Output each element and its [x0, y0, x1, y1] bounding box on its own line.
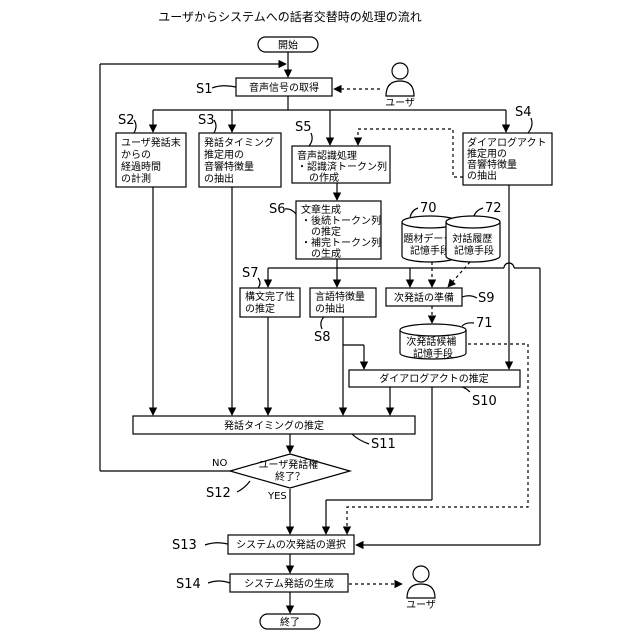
label-s7: S7 [242, 266, 259, 281]
step-s2-line: の計測 [121, 172, 151, 185]
step-s9: 次発話の準備 [386, 288, 462, 306]
store-72-line: 記憶手段 [454, 244, 494, 257]
step-s9-line: 次発話の準備 [394, 291, 454, 304]
step-s6: 文章生成 ・後続トークン列 の推定 ・補完トークン列 の生成 [296, 201, 384, 260]
step-s2-line: からの [121, 149, 151, 161]
step-s7-line: 構文完了性 [245, 290, 295, 303]
label-s11: S11 [371, 437, 396, 452]
label-s2: S2 [118, 113, 135, 128]
store-72: 対話履歴 記憶手段 [446, 216, 500, 262]
step-s5: 音声認識処理 ・認識済トークン列 の作成 [292, 146, 390, 184]
step-s2-line: 経過時間 [121, 160, 161, 173]
branch-no-label: NO [212, 458, 227, 469]
label-s12: S12 [206, 486, 231, 501]
end-terminal: 終了 [260, 614, 320, 629]
step-s7: 構文完了性 の推定 [240, 288, 300, 317]
step-s3-line: の抽出 [204, 172, 234, 185]
step-s4-line: 音響特徴量 [467, 158, 517, 171]
store-71-line: 次発話候補 [406, 335, 456, 348]
step-s6-line: ・後続トークン列 [301, 214, 381, 227]
start-terminal: 開始 [258, 37, 318, 52]
step-s8-line: の抽出 [315, 302, 345, 315]
step-s10-line: ダイアログアクトの推定 [379, 372, 489, 385]
user-top-icon [386, 63, 414, 96]
step-s6-line: 文章生成 [301, 203, 341, 216]
step-s2-line: ユーザ発話末 [121, 136, 181, 149]
store-70-line: 記憶手段 [410, 244, 450, 257]
label-s9: S9 [478, 291, 495, 306]
step-s14: システム発話の生成 [230, 574, 348, 592]
start-label: 開始 [278, 39, 298, 52]
step-s11-line: 発話タイミングの推定 [224, 419, 324, 432]
label-s10: S10 [472, 394, 497, 409]
label-s4: S4 [515, 105, 532, 120]
step-s12-line: 終了？ [275, 470, 305, 483]
label-s8: S8 [314, 330, 331, 345]
label-s3: S3 [198, 113, 215, 128]
step-s12-line: ユーザ発話権 [259, 458, 319, 471]
step-s13-line: システムの次発話の選択 [236, 538, 346, 551]
step-s2: ユーザ発話末 からの 経過時間 の計測 [116, 133, 186, 187]
step-s6-line: の推定 [311, 225, 341, 238]
step-s6-line: の生成 [311, 247, 341, 260]
store-72-line: 対話履歴 [452, 232, 492, 245]
step-s4: ダイアログアクト 推定用の 音響特徴量 の抽出 [463, 133, 552, 185]
step-s1: 音声信号の取得 [236, 78, 332, 96]
user-bottom-label: ユーザ [406, 599, 436, 611]
step-s14-line: システム発話の生成 [244, 577, 334, 590]
label-s1: S1 [196, 82, 213, 97]
step-s3-line: 発話タイミング [204, 136, 274, 149]
label-store-72: 72 [485, 201, 502, 216]
label-s14: S14 [176, 577, 201, 592]
step-s5-line: 音声認識処理 [297, 149, 357, 162]
step-s1-line: 音声信号の取得 [249, 81, 319, 94]
step-s5-line: の作成 [309, 172, 339, 184]
diagram-title: ユーザからシステムへの話者交替時の処理の流れ [158, 9, 421, 24]
step-s3-line: 推定用の [204, 148, 244, 161]
store-71-line: 記憶手段 [413, 347, 453, 360]
step-s8-line: 言語特徴量 [315, 290, 365, 303]
label-s5: S5 [295, 120, 312, 135]
branch-yes-label: YES [267, 491, 287, 502]
user-bottom-icon [407, 566, 435, 598]
svg-text:対話履歴 記憶手段: 対話履歴 記憶手段 [452, 232, 495, 257]
step-s3-line: 音響特徴量 [204, 160, 254, 173]
step-s8: 言語特徴量 の抽出 [310, 288, 376, 317]
step-s4-line: ダイアログアクト [467, 136, 547, 149]
step-s5-line: ・認識済トークン列 [297, 160, 387, 173]
step-s6-line: ・補完トークン列 [301, 236, 381, 249]
label-store-70: 70 [420, 201, 437, 216]
user-top-label: ユーザ [385, 97, 415, 109]
step-s7-line: の推定 [245, 302, 275, 315]
label-s13: S13 [172, 538, 197, 553]
svg-text:次発話候補 記憶手段: 次発話候補 記憶手段 [406, 335, 459, 360]
step-s4-line: 推定用の [467, 147, 507, 160]
step-s4-line: の抽出 [467, 169, 497, 182]
step-s3: 発話タイミング 推定用の 音響特徴量 の抽出 [199, 133, 281, 187]
step-s13: システムの次発話の選択 [228, 535, 354, 554]
label-store-71: 71 [476, 316, 493, 331]
step-s11: 発話タイミングの推定 [133, 416, 415, 434]
end-label: 終了 [280, 616, 300, 629]
label-s6: S6 [269, 202, 286, 217]
step-s10: ダイアログアクトの推定 [349, 370, 520, 387]
store-71: 次発話候補 記憶手段 [400, 324, 466, 360]
